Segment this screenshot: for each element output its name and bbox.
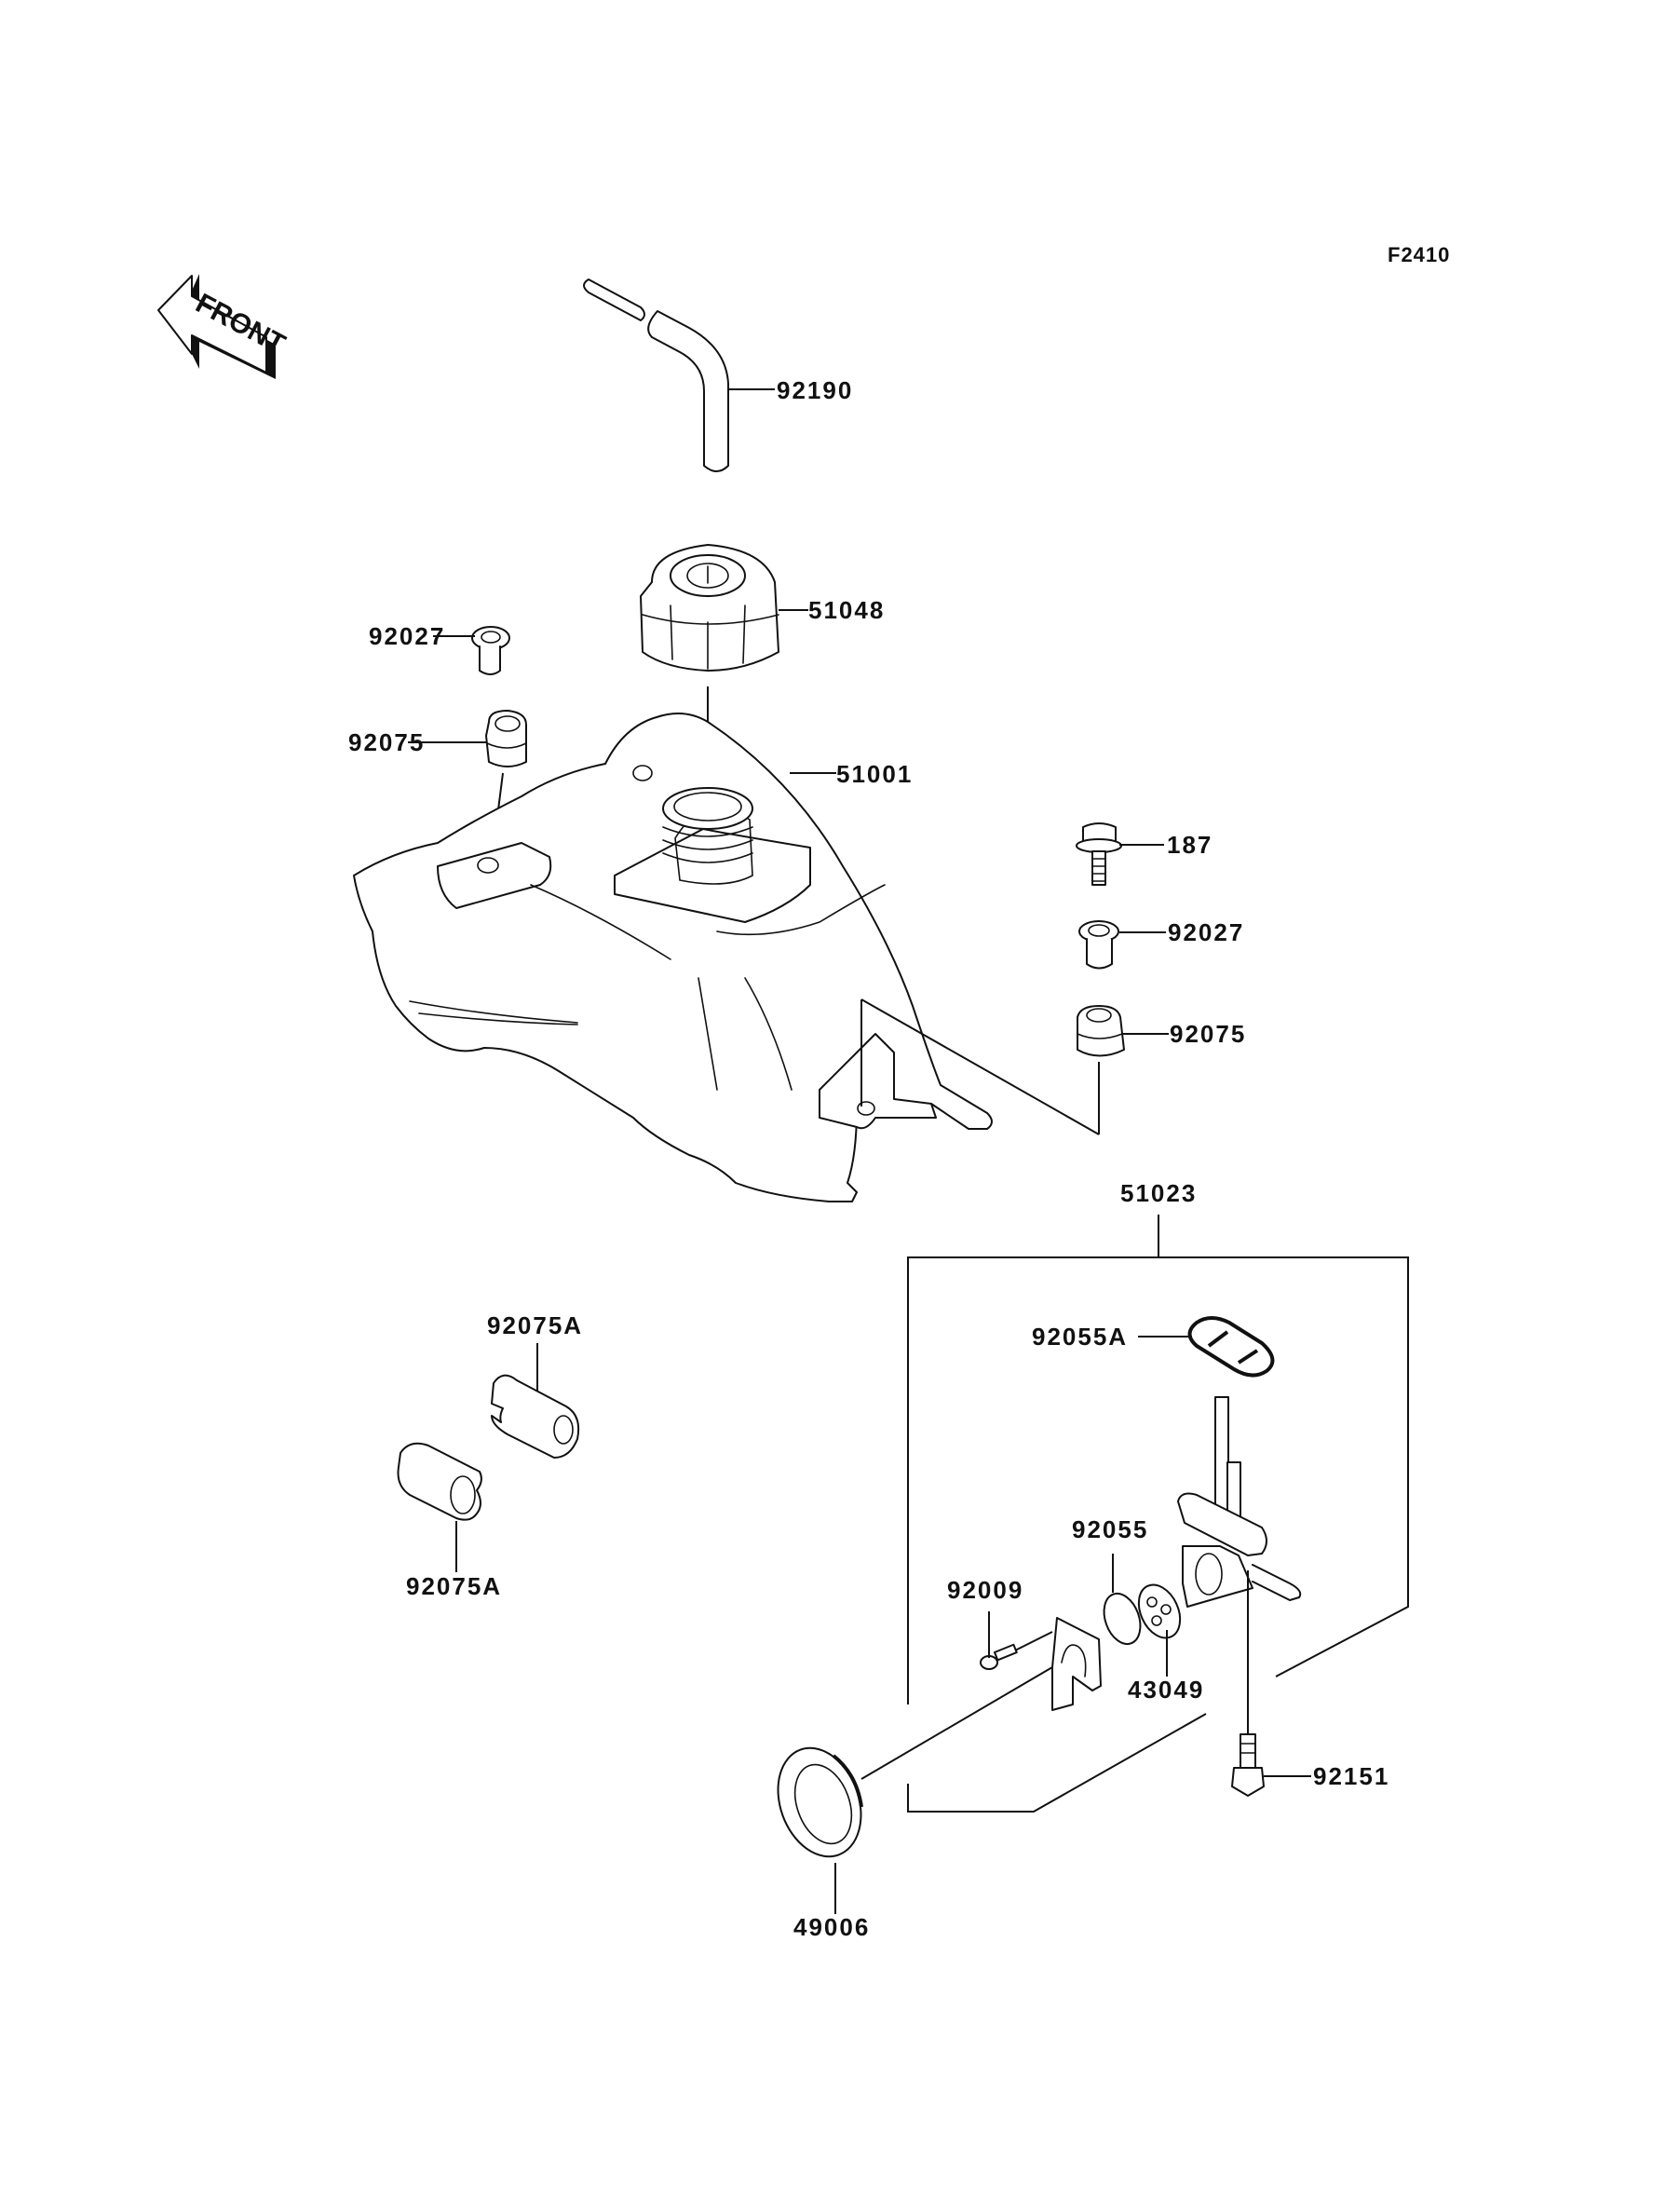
leader-49006-axis — [860, 1666, 1053, 1780]
part-187-bolt — [1076, 822, 1122, 886]
leader-92075-right-to-tank — [860, 998, 1100, 1135]
figure-code: F2410 — [1388, 243, 1450, 266]
part-43049-valve — [1137, 1583, 1182, 1639]
part-92055-oring — [1103, 1592, 1142, 1646]
label-43049[interactable]: 43049 — [1128, 1676, 1204, 1704]
part-92027-right — [1078, 920, 1119, 970]
label-92009[interactable]: 92009 — [947, 1576, 1023, 1604]
assembly-51023-bracket — [907, 1215, 1409, 1813]
label-92027-left[interactable]: 92027 — [369, 622, 445, 650]
part-51001-fuel-tank — [353, 713, 993, 1202]
label-92075-right[interactable]: 92075 — [1170, 1020, 1246, 1048]
label-92055A[interactable]: 92055A — [1032, 1323, 1128, 1351]
part-92151-drain-bolt — [1231, 1733, 1265, 1797]
label-92151[interactable]: 92151 — [1313, 1762, 1389, 1790]
part-92075-right — [1077, 1005, 1125, 1057]
part-92027-left — [471, 626, 510, 675]
label-49006[interactable]: 49006 — [793, 1913, 870, 1941]
label-187[interactable]: 187 — [1167, 831, 1213, 859]
label-92075A-bottom[interactable]: 92075A — [406, 1572, 502, 1600]
part-cover-plate — [1051, 1617, 1102, 1711]
part-92075A-top — [491, 1374, 580, 1459]
part-51048-cap — [640, 544, 779, 672]
part-fuel-cock-body — [1177, 1396, 1302, 1608]
label-51001[interactable]: 51001 — [836, 760, 913, 788]
front-arrow-icon: FRONT — [157, 274, 290, 379]
label-92075-left[interactable]: 92075 — [348, 728, 425, 756]
part-92009-screw — [980, 1643, 1018, 1670]
label-92055[interactable]: 92055 — [1072, 1515, 1148, 1543]
label-92190[interactable]: 92190 — [777, 376, 853, 404]
label-51048[interactable]: 51048 — [808, 596, 885, 624]
part-92190-hose — [583, 278, 729, 472]
label-92027-right[interactable]: 92027 — [1168, 918, 1244, 946]
leader-92009-axis — [1014, 1631, 1053, 1651]
part-92075-left — [485, 710, 527, 767]
part-49006-filter — [777, 1746, 863, 1858]
label-51023[interactable]: 51023 — [1120, 1179, 1197, 1207]
label-92075A-top[interactable]: 92075A — [487, 1311, 583, 1339]
part-92055A-gasket — [1187, 1316, 1275, 1378]
part-92075A-bottom — [397, 1442, 482, 1521]
